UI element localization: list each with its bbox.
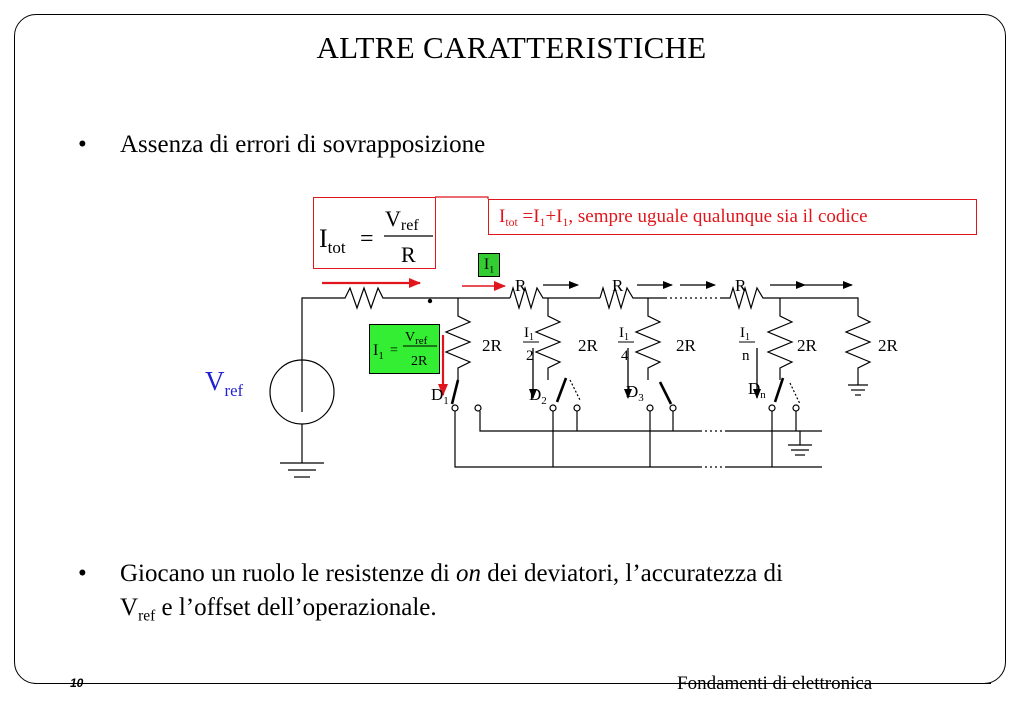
svg-text:I1: I1	[740, 325, 750, 343]
label-d2: D2	[529, 385, 547, 407]
bullet-2-italic: on	[456, 560, 482, 587]
svg-text:2: 2	[526, 348, 534, 364]
label-shunt-4: 2R	[797, 336, 818, 355]
bullet-2-part2: dei deviatori, l’accuratezza di	[481, 560, 783, 587]
shunt-resistor-termination	[844, 315, 872, 385]
source-top-wire	[301, 297, 338, 412]
note-itot: I	[499, 206, 506, 227]
i1-lhs: I1	[373, 342, 384, 362]
note-rest: , sempre uguale qualunque sia il codice	[568, 206, 868, 227]
branch-current-2: I1 4	[618, 325, 634, 364]
label-series-r1: R	[515, 276, 527, 295]
bullet-2-vref-sub: ref	[138, 607, 156, 625]
page-number: 10	[70, 676, 84, 690]
i1-numerator: Vref	[405, 330, 428, 347]
current-i1-tag: I1	[478, 253, 500, 277]
footer-course-name: Fondamenti di elettronica	[677, 673, 873, 694]
i1-equals: =	[390, 343, 398, 358]
note-plus: +I	[545, 206, 563, 227]
shunt-resistor-1	[444, 298, 472, 380]
vref-source-circle	[269, 359, 335, 425]
shunt-resistor-4	[766, 298, 794, 380]
label-shunt-3: 2R	[676, 336, 697, 355]
itot-denominator: R	[401, 242, 416, 267]
note-eq: =I	[517, 206, 540, 227]
switch-d2	[549, 377, 581, 412]
bus-lower	[454, 411, 700, 468]
i1-denominator: 2R	[411, 354, 428, 369]
bullet-1-text: Assenza di errori di sovrapposizione	[120, 131, 486, 158]
svg-text:I1: I1	[619, 325, 629, 343]
rail-resistor-r1	[509, 285, 600, 311]
switch-d1	[450, 379, 482, 412]
label-series-r2: R	[612, 276, 624, 295]
itot-numerator: Vref	[385, 206, 419, 234]
label-d1: D1	[431, 385, 449, 407]
branch-current-1: I1 2	[523, 325, 539, 364]
current-tag-sub: 1	[489, 264, 495, 276]
rail-resistor-r2	[599, 285, 665, 311]
switch-d3	[646, 381, 677, 412]
i1-formula: I1 = Vref 2R	[373, 330, 437, 369]
itot-note-box: Itot =I1+I1, sempre uguale qualunque sia…	[488, 199, 977, 235]
label-shunt-2: 2R	[578, 336, 599, 355]
svg-text:I1: I1	[524, 325, 534, 343]
branch-current-n: I1 n	[739, 325, 755, 364]
rail-resistor-input	[338, 286, 510, 310]
label-series-r3: R	[735, 276, 747, 295]
itot-formula-box	[313, 197, 436, 269]
note-sub1: 1	[539, 216, 546, 230]
label-d3: D3	[626, 382, 644, 404]
slide-title: ALTRE CARATTERISTICHE	[316, 30, 707, 65]
bullet-2-part1: Giocano un ruolo le resistenze di	[120, 560, 457, 587]
vref-source-label: Vref	[205, 366, 243, 401]
label-dn: Dn	[748, 379, 766, 401]
i1-formula-box	[369, 324, 440, 374]
bullet-dot: •	[78, 560, 87, 587]
label-shunt-1: 2R	[482, 336, 503, 355]
svg-text:n: n	[742, 348, 750, 364]
red-callout-line	[435, 196, 489, 199]
shunt-resistor-3	[634, 298, 662, 380]
footer-line-left	[34, 683, 60, 685]
current-tag-main: I	[483, 256, 490, 273]
itot-lhs: Itot	[319, 224, 346, 257]
vref-main: V	[205, 366, 225, 396]
footer-line-middle	[105, 683, 661, 685]
svg-text:4: 4	[621, 348, 629, 364]
bullet-2-part3: e l’offset dell’operazionale.	[155, 594, 437, 621]
bullet-2-vref: V	[120, 594, 139, 621]
bus-upper	[479, 411, 700, 432]
footer-line-right	[944, 683, 991, 685]
switch-dn	[768, 377, 800, 412]
bullet-2-text: Giocano un ruolo le resistenze di on dei…	[120, 557, 1000, 633]
itot-equals: =	[360, 226, 374, 252]
bullet-dot: •	[78, 131, 87, 158]
vref-sub: ref	[224, 380, 244, 400]
note-sub2: 1	[562, 216, 569, 230]
label-shunt-termination: 2R	[878, 336, 899, 355]
itot-formula: Itot = Vref R	[319, 206, 433, 267]
shunt-resistor-2	[534, 298, 562, 380]
note-itot-sub: tot	[505, 216, 518, 230]
